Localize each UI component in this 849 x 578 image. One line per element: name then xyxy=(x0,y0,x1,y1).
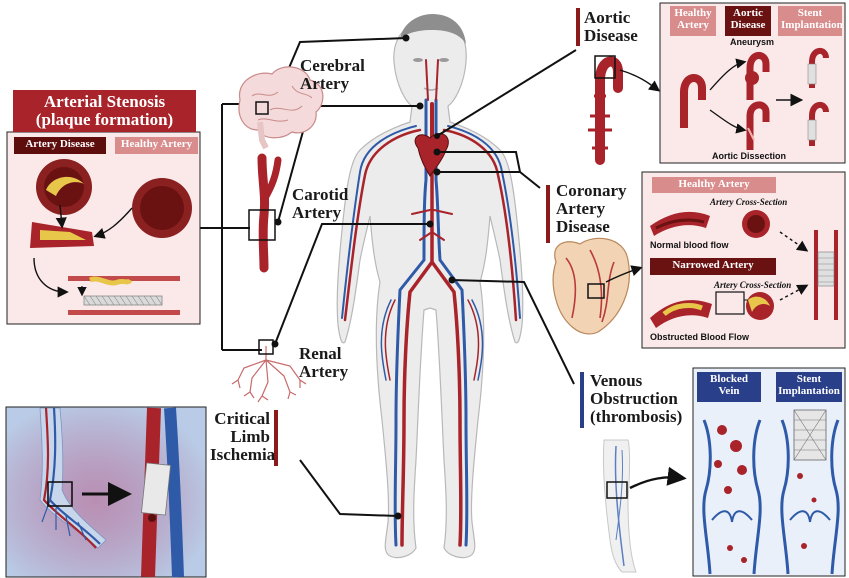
venous-obstruction-label: Venous Obstruction (thrombosis) xyxy=(590,371,683,426)
critical-limb-ischemia-label: Critical Limb Ischemia xyxy=(210,409,276,464)
cerebral-artery-label: Cerebral Artery xyxy=(300,56,365,93)
renal-illustration xyxy=(231,339,307,403)
heart-illustration xyxy=(414,133,449,178)
venous-tag-stent: Stent Implantation xyxy=(776,372,842,402)
tag-artery-disease: Artery Disease xyxy=(14,137,106,154)
coronary-label-bar xyxy=(546,185,550,243)
venous-panel xyxy=(692,367,846,577)
renal-artery-label: Renal Artery xyxy=(299,344,349,381)
aortic-disease-label: Aortic Disease xyxy=(584,8,638,45)
cross-section-label-2: Artery Cross-Section xyxy=(714,280,792,290)
venous-label-bar xyxy=(580,372,584,428)
leg-illustration xyxy=(602,439,687,573)
stenosis-illustration xyxy=(30,159,192,315)
aortic-panel-illustration xyxy=(680,48,829,150)
venous-tag-blocked: Blocked Vein xyxy=(697,372,761,402)
circulatory-system xyxy=(341,59,521,547)
brain-illustration xyxy=(238,66,324,150)
tag-healthy-artery: Healthy Artery xyxy=(115,137,198,154)
carotid-artery-label: Carotid Artery xyxy=(292,185,349,222)
human-body xyxy=(336,14,524,559)
stenosis-title: Arterial Stenosis (plaque formation) xyxy=(13,90,196,132)
normal-flow-label: Normal blood flow xyxy=(650,240,729,250)
critical-limb-illustration xyxy=(39,407,184,578)
coronary-panel-illustration xyxy=(650,210,838,328)
aortic-tag-stent: Stent Implantation xyxy=(778,6,843,36)
obstructed-flow-label: Obstructed Blood Flow xyxy=(650,332,749,342)
aorta-illustration xyxy=(588,55,661,165)
coronary-tag-healthy: Healthy Artery xyxy=(652,177,776,193)
aortic-tag-disease: Aortic Disease xyxy=(725,6,771,36)
aneurysm-label: Aneurysm xyxy=(730,37,775,47)
carotid-illustration xyxy=(248,153,282,273)
coronary-tag-narrowed: Narrowed Artery xyxy=(650,258,776,275)
venous-panel-illustration xyxy=(702,409,840,575)
cross-section-label-1: Artery Cross-Section xyxy=(710,197,788,207)
aortic-label-bar xyxy=(576,8,580,46)
aortic-tag-healthy: Healthy Artery xyxy=(670,6,716,36)
critical-label-bar xyxy=(274,410,278,466)
coronary-heart-illustration xyxy=(552,237,643,335)
aortic-dissection-label: Aortic Dissection xyxy=(712,151,787,161)
coronary-artery-disease-label: Coronary Artery Disease xyxy=(556,181,627,236)
